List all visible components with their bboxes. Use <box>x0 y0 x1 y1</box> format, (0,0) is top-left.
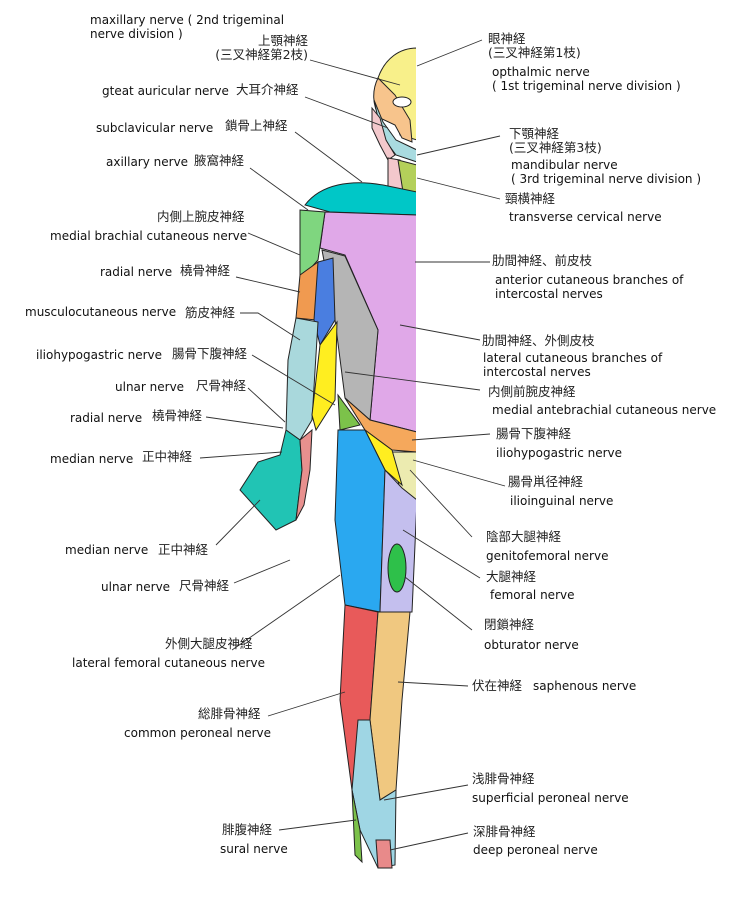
label-common-peroneal-en: common peroneal nerve <box>124 726 271 740</box>
label-superficial-peroneal-jp: 浅腓骨神経 <box>472 771 535 786</box>
label-transverse-cervical-jp: 頸横神経 <box>505 191 556 206</box>
label-radial-en: radial nerve <box>100 265 173 279</box>
label-iliohypogastric-en: iliohypogastric nerve <box>496 446 623 460</box>
label-sural-jp: 腓腹神経 <box>222 822 273 837</box>
region-musculocutaneous-forearm <box>311 320 338 432</box>
label-ulnar-jp: 尺骨神経 <box>196 378 247 393</box>
label-subclavicular-jp: 鎖骨上神経 <box>225 118 288 133</box>
label-ilioinguinal-en: ilioinguinal nerve <box>510 494 614 508</box>
region-ulnar-hand <box>295 428 313 521</box>
region-sural <box>351 789 363 864</box>
label-axillary-en: axillary nerve <box>106 155 189 169</box>
region-axillary <box>299 209 326 282</box>
label-obturator-en: obturator nerve <box>484 638 579 652</box>
label-median-en: median nerve <box>50 452 134 466</box>
region-auricular <box>371 106 396 161</box>
label-mandibular-en: mandibular nerve ( 3rd trigeminal nerve … <box>511 158 702 186</box>
leader-lines <box>199 39 506 851</box>
label-iliohypogastric-left-en: iliohypogastric nerve <box>36 348 163 362</box>
label-obturator-jp: 閉鎖神経 <box>484 617 535 632</box>
label-lateral-femoral-jp: 外側大腿皮神経 <box>165 636 253 651</box>
label-anterior-intercostal-en: anterior cutaneous branches of intercost… <box>495 273 684 301</box>
label-superficial-peroneal-en: superficial peroneal nerve <box>472 791 629 805</box>
label-medial-antebrachial-en: medial antebrachial cutaneous nerve <box>492 403 717 417</box>
region-median-hand <box>239 429 303 531</box>
label-genitofemoral-jp: 陰部大腿神経 <box>486 529 562 544</box>
label-subclavicular-en: subclavicular nerve <box>96 121 214 135</box>
label-medial-brachial-jp: 内側上腕皮神経 <box>157 209 245 224</box>
label-ophthalmic-en: opthalmic nerve ( 1st trigeminal nerve d… <box>492 65 681 93</box>
label-common-peroneal-jp: 総腓骨神経 <box>198 706 261 721</box>
label-auricular-jp: 大耳介神経 <box>236 82 299 97</box>
label-median-jp: 正中神経 <box>142 449 193 464</box>
label-radial-jp: 橈骨神経 <box>180 263 231 278</box>
label-femoral-en: femoral nerve <box>490 588 575 602</box>
label-medial-antebrachial-jp: 内側前腕皮神経 <box>488 384 576 399</box>
label-lateral-intercostal-jp: 肋間神経、外側皮枝 <box>482 333 595 348</box>
label-ilioinguinal-jp: 腸骨鼡径神経 <box>508 474 584 489</box>
label-musculocutaneous-en: musculocutaneous nerve <box>25 305 177 319</box>
label-lateral-femoral-en: lateral femoral cutaneous nerve <box>72 656 265 670</box>
label-anterior-intercostal-jp: 肋間神経、前皮枝 <box>492 253 593 268</box>
label-maxillary-jp: 上顎神経 (三叉神経第2枝) <box>215 33 308 62</box>
label-ulnar-2-jp: 尺骨神経 <box>179 578 230 593</box>
label-median-2-en: median nerve <box>65 543 149 557</box>
label-transverse-cervical-en: transverse cervical nerve <box>509 210 662 224</box>
label-maxillary-en: maxillary nerve ( 2nd trigeminal nerve d… <box>90 13 285 41</box>
label-ophthalmic-jp: 眼神経 (三叉神経第1枝) <box>488 31 581 60</box>
label-iliohypogastric-jp: 腸骨下腹神経 <box>496 426 572 441</box>
region-musculocutaneous <box>313 257 336 347</box>
label-axillary-jp: 腋窩神経 <box>194 153 245 168</box>
label-sural-en: sural nerve <box>220 842 288 856</box>
label-radial-2-jp: 橈骨神経 <box>152 408 203 423</box>
label-medial-brachial-en: medial brachial cutaneous nerve <box>50 229 248 243</box>
label-radial-2-en: radial nerve <box>70 411 143 425</box>
region-iliohypogastric-lateral <box>337 393 361 431</box>
label-auricular-en: gteat auricular nerve <box>102 84 229 98</box>
label-deep-peroneal-jp: 深腓骨神経 <box>473 824 536 839</box>
eye-icon <box>392 96 412 108</box>
label-femoral-jp: 大腿神経 <box>486 569 537 584</box>
label-iliohypogastric-left-jp: 腸骨下腹神経 <box>172 346 248 361</box>
label-musculocutaneous-jp: 筋皮神経 <box>185 305 236 320</box>
label-saphenous-en: saphenous nerve <box>533 679 637 693</box>
label-mandibular-jp: 下顎神経 (三叉神経第3枝) <box>509 126 602 155</box>
label-genitofemoral-en: genitofemoral nerve <box>486 549 609 563</box>
region-obturator <box>387 543 407 593</box>
label-lateral-intercostal-en: lateral cutaneous branches of intercosta… <box>483 351 663 379</box>
label-ulnar-2-en: ulnar nerve <box>101 580 171 594</box>
label-median-2-jp: 正中神経 <box>158 542 209 557</box>
label-deep-peroneal-en: deep peroneal nerve <box>473 843 598 857</box>
region-lateral-femoral <box>334 429 386 613</box>
label-ulnar-en: ulnar nerve <box>115 380 185 394</box>
region-medial-antebrachial <box>285 317 319 441</box>
region-deep-peroneal <box>375 839 393 869</box>
label-saphenous-jp: 伏在神経 <box>472 678 523 693</box>
